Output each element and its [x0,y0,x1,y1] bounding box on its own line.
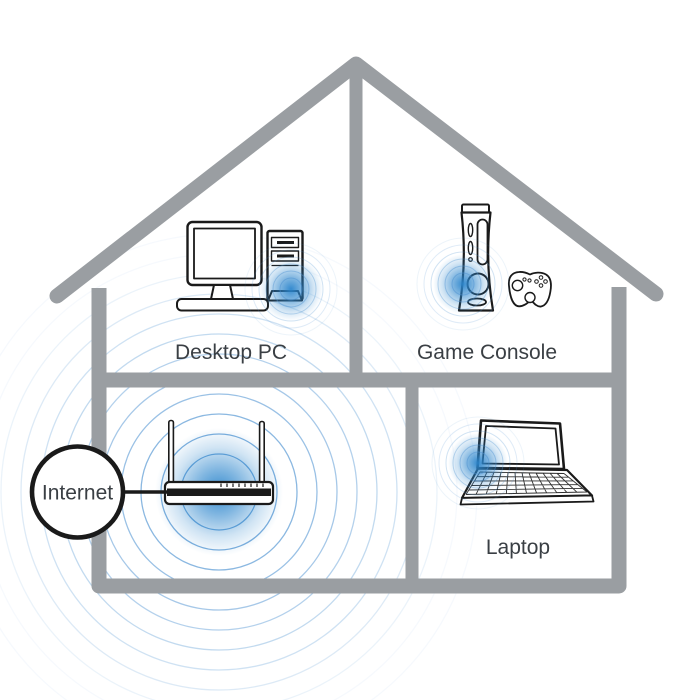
wifi-ring [444,265,482,303]
wifi-signal-rings [416,237,510,331]
tower-wifi-glow [259,257,323,321]
wifi-ring [251,249,331,329]
monitor-screen [193,227,256,280]
laptop-icon [431,416,595,510]
router-vents [220,483,264,487]
wifi-ring [451,272,475,296]
gamepad-thumbstick [524,291,536,304]
game-console-label: Game Console [417,341,557,364]
monitor-stand [210,284,234,300]
wifi-ring [466,451,490,475]
internet-label: Internet [42,482,113,505]
wifi-ring [437,258,489,310]
wifi-ring [438,423,518,503]
wifi-ring [279,277,303,301]
wifi-ring [265,263,317,315]
monitor-base [176,298,269,312]
roof [49,56,664,304]
wifi-ring [445,430,511,496]
wifi-ring [452,437,504,489]
wifi-ring [244,242,338,336]
desktop-pc-icon [176,220,338,336]
wifi-ring [430,251,496,317]
desktop-pc-label: Desktop PC [175,341,287,364]
router-antenna-right [258,420,266,485]
wifi-ring [272,270,310,308]
wifi-ring [459,444,497,482]
laptop-front-edge [459,494,595,506]
outer-walls [91,287,627,594]
wifi-ring [423,244,503,324]
laptop-wifi-glow [448,433,508,493]
router-antenna-left [168,419,175,485]
wifi-ring [258,256,324,322]
router-front-band [167,488,271,496]
gamepad-icon [507,271,552,308]
gamepad-thumbstick [511,279,524,292]
wifi-signal-rings [431,416,525,510]
wifi-ring [431,416,525,510]
internet-node: Internet [29,444,167,540]
laptop-label: Laptop [486,536,550,559]
house-outline [49,56,664,594]
game-console-icon [416,203,552,331]
wifi-ring [416,237,510,331]
internet-circle [29,444,126,540]
console-wifi-glow [433,254,493,314]
wifi-signal-rings [244,242,338,336]
